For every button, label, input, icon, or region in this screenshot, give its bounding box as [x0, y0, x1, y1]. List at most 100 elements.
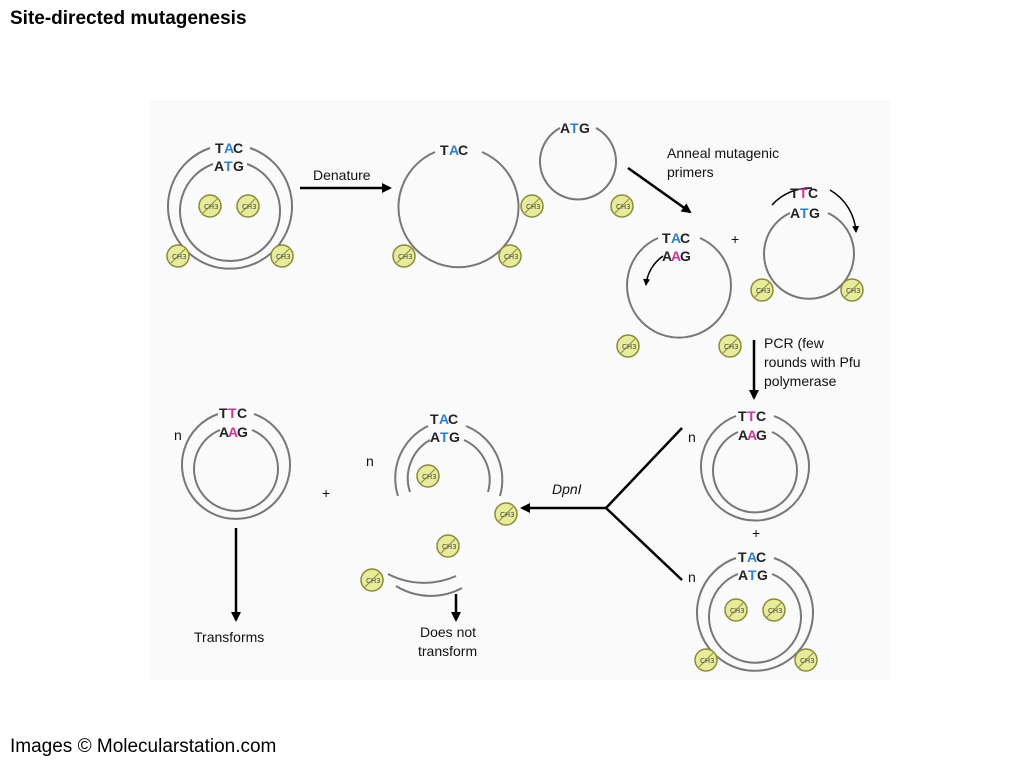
denatured-strand-atg [539, 127, 617, 201]
svg-text:C: C [448, 411, 458, 427]
methyl-icon: CH3 [392, 244, 416, 268]
plus-sign: + [752, 525, 760, 541]
svg-text:T: T [215, 140, 224, 156]
svg-text:CH3: CH3 [422, 473, 437, 481]
original-atg-sequence: A T G [214, 158, 244, 174]
annealed-strand-atg [763, 212, 855, 300]
svg-text:A: A [747, 549, 757, 565]
svg-text:CH3: CH3 [276, 253, 291, 261]
svg-text:CH3: CH3 [616, 203, 631, 211]
svg-text:CH3: CH3 [724, 343, 739, 351]
methyl-icon: CH3 [236, 194, 260, 218]
anneal-label-line2: primers [667, 164, 714, 180]
svg-text:A: A [747, 427, 757, 443]
does-not-transform-label-line1: Does not [420, 624, 476, 640]
methyl-icon: CH3 [416, 464, 440, 488]
svg-text:CH3: CH3 [768, 607, 783, 615]
svg-text:T: T [570, 120, 579, 136]
dpni-fork-lower [605, 507, 683, 581]
svg-text:G: G [237, 424, 248, 440]
methyl-icon: CH3 [694, 648, 718, 672]
svg-text:C: C [233, 140, 243, 156]
svg-text:A: A [790, 205, 800, 221]
svg-text:T: T [228, 405, 237, 421]
svg-text:A: A [560, 120, 570, 136]
svg-text:A: A [219, 424, 229, 440]
svg-text:T: T [440, 429, 449, 445]
svg-text:T: T [800, 205, 809, 221]
svg-text:C: C [808, 185, 818, 201]
methyl-icon: CH3 [762, 598, 786, 622]
svg-text:A: A [214, 158, 224, 174]
svg-text:CH3: CH3 [172, 253, 187, 261]
final-ttc-sequence: T T C [219, 405, 247, 421]
svg-text:G: G [579, 120, 590, 136]
methyl-icon: CH3 [840, 278, 864, 302]
annealed-strand-tac [626, 237, 732, 339]
plus-sign: + [322, 485, 330, 501]
methyl-icon: CH3 [166, 244, 190, 268]
mutagenic-primer [643, 255, 664, 286]
repeat-n-label: n [366, 453, 374, 469]
svg-text:T: T [430, 411, 439, 427]
anneal-label-line1: Anneal mutagenic [667, 145, 779, 161]
digested-fragment [465, 425, 504, 497]
svg-text:T: T [440, 142, 449, 158]
mutant-plasmid [181, 413, 291, 520]
svg-text:A: A [738, 567, 748, 583]
denature-label: Denature [313, 167, 371, 183]
svg-text:A: A [671, 248, 681, 264]
mutant-ttc-sequence: T T C [738, 408, 766, 424]
parental-atg-sequence: A T G [738, 567, 768, 583]
denatured-strand-tac [397, 151, 520, 269]
svg-text:T: T [219, 405, 228, 421]
methyl-icon: CH3 [610, 194, 634, 218]
svg-text:T: T [799, 185, 808, 201]
denatured-tac-sequence: T A C [440, 142, 468, 158]
svg-text:CH3: CH3 [500, 511, 515, 519]
svg-text:CH3: CH3 [756, 287, 771, 295]
svg-text:A: A [430, 429, 440, 445]
svg-text:T: T [790, 185, 799, 201]
svg-text:A: A [228, 424, 238, 440]
image-credit: Images © Molecularstation.com [10, 736, 277, 757]
methyl-icon: CH3 [616, 334, 640, 358]
svg-text:CH3: CH3 [846, 287, 861, 295]
primer-aag-sequence: A A G [662, 248, 691, 264]
methyl-icon: CH3 [520, 194, 544, 218]
pcr-label-line1: PCR (few [764, 335, 825, 351]
pcr-product-parental-inner [708, 573, 802, 664]
digested-fragment [394, 425, 429, 497]
original-tac-sequence: T A C [215, 140, 243, 156]
original-plasmid [167, 147, 293, 270]
svg-text:CH3: CH3 [504, 253, 519, 261]
pcr-label-line2: rounds with Pfu [764, 354, 861, 370]
svg-text:G: G [757, 567, 768, 583]
digested-fragment [395, 585, 463, 597]
svg-text:G: G [233, 158, 244, 174]
svg-text:CH3: CH3 [622, 343, 637, 351]
methyl-icon: CH3 [750, 278, 774, 302]
repeat-n-label: n [688, 429, 696, 445]
svg-text:CH3: CH3 [442, 543, 457, 551]
svg-text:G: G [809, 205, 820, 221]
svg-text:T: T [662, 230, 671, 246]
svg-text:CH3: CH3 [800, 657, 815, 665]
mutant-plasmid-inner [193, 429, 279, 512]
digested-fragment [406, 439, 431, 493]
parental-tac-sequence: T A C [738, 549, 766, 565]
svg-text:CH3: CH3 [730, 607, 745, 615]
svg-text:C: C [756, 408, 766, 424]
methyl-icon: CH3 [718, 334, 742, 358]
methyl-icon: CH3 [270, 244, 294, 268]
digested-tac-sequence: T A C [430, 411, 458, 427]
denatured-atg-sequence: A T G [560, 120, 590, 136]
svg-text:G: G [756, 427, 767, 443]
repeat-n-label: n [174, 427, 182, 443]
methyl-icon: CH3 [498, 244, 522, 268]
pcr-product-mutant-inner [712, 431, 798, 514]
svg-text:CH3: CH3 [242, 203, 257, 211]
svg-text:T: T [738, 408, 747, 424]
svg-text:T: T [224, 158, 233, 174]
